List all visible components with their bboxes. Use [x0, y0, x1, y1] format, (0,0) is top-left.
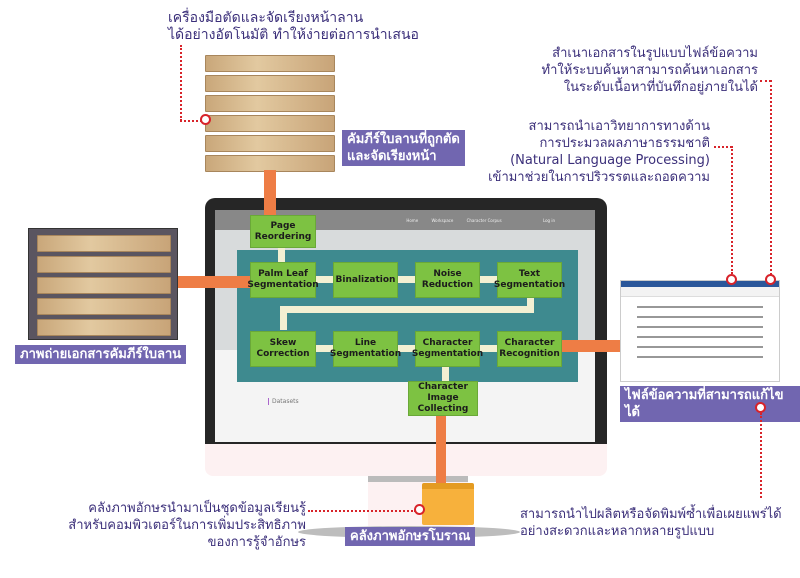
callout-line [770, 80, 772, 275]
step-noise-reduction: Noise Reduction [415, 262, 480, 298]
arrow-connector [527, 298, 534, 312]
arrow-right [480, 276, 497, 283]
bottom-left-caption: คลังภาพอักษรนำมาเป็นชุดข้อมูลเรียนรู้สำห… [68, 501, 306, 550]
palm-leaf-photo [28, 228, 178, 340]
monitor-chin [205, 444, 607, 476]
arrow-right [480, 345, 497, 352]
callout-line [714, 146, 732, 148]
datasets-heading: Datasets [268, 398, 299, 405]
step-line-segmentation: Line Segmentation [330, 331, 401, 367]
step-character-segmentation: Character Segmentation [412, 331, 483, 367]
step-binalization: Binalization [333, 262, 398, 298]
top-right-caption: สำเนาเอกสารในรูปแบบไฟล์ข้อความทำให้ระบบค… [541, 46, 758, 95]
webapp-nav: Home Workspace Character Corpus Log in [394, 218, 555, 223]
callout-line [731, 146, 733, 274]
callout-line [760, 80, 771, 82]
step-palm-leaf-segmentation: Palm Leaf Segmentation [247, 262, 319, 298]
arrow-down [280, 306, 287, 330]
nlp-caption: สามารถนำเอาวิทยาการทางด้านการประมวลผลภาษ… [488, 119, 710, 185]
step-character-recognition: Character Recognition [497, 331, 562, 367]
nav-login[interactable]: Log in [542, 217, 555, 223]
callout-marker [765, 274, 776, 285]
nav-home[interactable]: Home [406, 217, 419, 223]
arrow-down [442, 367, 449, 381]
callout-line [760, 413, 762, 498]
arrow-right [316, 276, 333, 283]
callout-marker [200, 114, 211, 125]
corpus-label: คลังภาพอักษรโบราณ [345, 527, 476, 546]
nav-character-corpus[interactable]: Character Corpus [466, 217, 502, 223]
arrow-photo-to-segmentation [178, 276, 250, 288]
lanna-script-text [637, 303, 763, 365]
arrow-right [398, 345, 415, 352]
nav-workspace[interactable]: Workspace [431, 217, 454, 223]
arrow-to-folder [436, 416, 446, 486]
callout-line [308, 510, 416, 512]
word-document-window [620, 280, 780, 382]
callout-line [180, 120, 202, 122]
arrow-to-page-reordering [264, 170, 276, 215]
arrow-to-text-file [562, 340, 624, 352]
sorted-palm-leaves-image [205, 55, 337, 177]
editable-file-label: ไฟล์ข้อความที่สามารถแก้ไขได้ [620, 386, 800, 422]
arrow-right [316, 345, 333, 352]
step-skew-correction: Skew Correction [250, 331, 316, 367]
sorted-leaves-label: คัมภีร์ใบลานที่ถูกตัดและจัดเรียงหน้า [342, 130, 465, 166]
callout-marker [726, 274, 737, 285]
top-caption: เครื่องมือตัดและจัดเรียงหน้าลานได้อย่างอ… [168, 10, 419, 43]
folder-icon [422, 483, 474, 525]
bottom-right-caption: สามารถนำไปผลิตหรือจัดพิมพ์ซ้ำเพื่อเผยแพร… [520, 507, 782, 539]
step-page-reordering: Page Reordering [250, 215, 316, 248]
callout-marker [414, 504, 425, 515]
callout-line [180, 45, 182, 121]
photo-label: ภาพถ่ายเอกสารคัมภีร์ใบลาน [15, 345, 187, 364]
step-text-segmentation: Text Segmentation [494, 262, 565, 298]
arrow-right [398, 276, 415, 283]
arrow-connector [280, 306, 534, 313]
callout-marker [755, 402, 766, 413]
step-character-image-collecting: Character Image Collecting [408, 381, 478, 416]
arrow-up [278, 248, 285, 262]
